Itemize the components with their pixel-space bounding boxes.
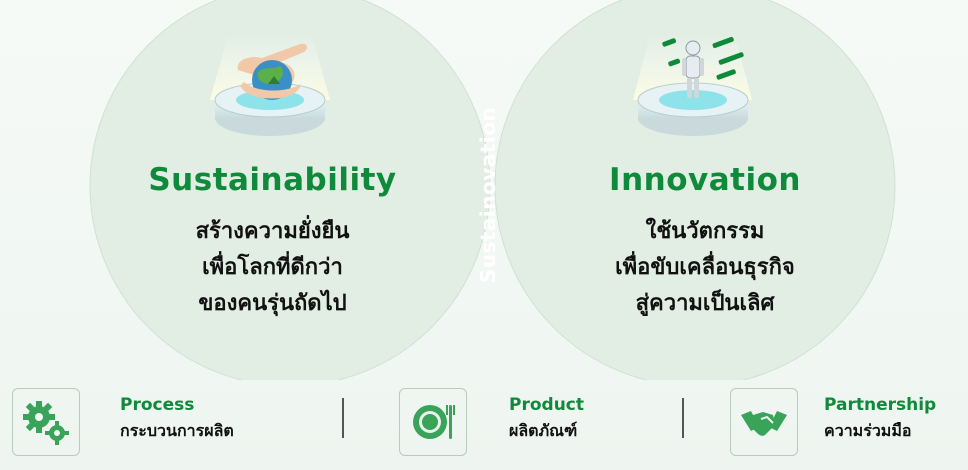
partnership-title: Partnership: [824, 395, 937, 415]
product-text: Product ผลิตภัณฑ์: [509, 392, 584, 444]
product-title: Product: [509, 395, 584, 415]
pillars-row: Process กระบวนการผลิต Product ผลิตภัณฑ์: [0, 380, 968, 470]
divider: [682, 398, 684, 438]
sustainability-line: ของคนรุ่นถัดไป: [198, 291, 347, 316]
product-subtitle: ผลิตภัณฑ์: [509, 421, 578, 440]
sustainability-line: สร้างความยั่งยืน: [195, 219, 350, 244]
innovation-description: ใช้นวัตกรรม เพื่อขับเคลื่อนธุรกิจ สู่ควา…: [555, 214, 855, 322]
handshake-icon: [741, 411, 787, 436]
partnership-text: Partnership ความร่วมมือ: [824, 392, 936, 444]
innovation-title: Innovation: [609, 162, 801, 198]
venn-diagram: [89, 0, 896, 380]
innovation-line: เพื่อขับเคลื่อนธุรกิจ: [615, 255, 795, 280]
sustainability-title: Sustainability: [148, 162, 397, 198]
divider: [342, 398, 344, 438]
pillar-product: Product ผลิตภัณฑ์: [399, 388, 679, 456]
innovation-circle: [494, 0, 896, 380]
pillar-process: Process กระบวนการผลิต: [12, 388, 342, 456]
product-icon-box: [399, 388, 467, 456]
pillar-partnership: Partnership ความร่วมมือ: [730, 388, 968, 456]
sustainability-circle: [89, 0, 491, 380]
innovation-line: ใช้นวัตกรรม: [645, 219, 765, 244]
process-text: Process กระบวนการผลิต: [120, 392, 234, 444]
sustainability-line: เพื่อโลกที่ดีกว่า: [202, 255, 343, 280]
innovation-line: สู่ความเป็นเลิศ: [635, 291, 775, 316]
partnership-icon-box: [730, 388, 798, 456]
sustainability-description: สร้างความยั่งยืน เพื่อโลกที่ดีกว่า ของคน…: [120, 214, 425, 322]
robot-icon: [633, 35, 752, 136]
gears-icon: [23, 401, 69, 445]
earth-hands-icon: [210, 35, 330, 136]
plate-cutlery-icon: [413, 405, 455, 439]
process-title: Process: [120, 395, 195, 415]
partnership-subtitle: ความร่วมมือ: [824, 421, 912, 440]
sustainovation-label: Sustainovation: [476, 106, 500, 284]
process-icon-box: [12, 388, 80, 456]
process-subtitle: กระบวนการผลิต: [120, 421, 234, 440]
